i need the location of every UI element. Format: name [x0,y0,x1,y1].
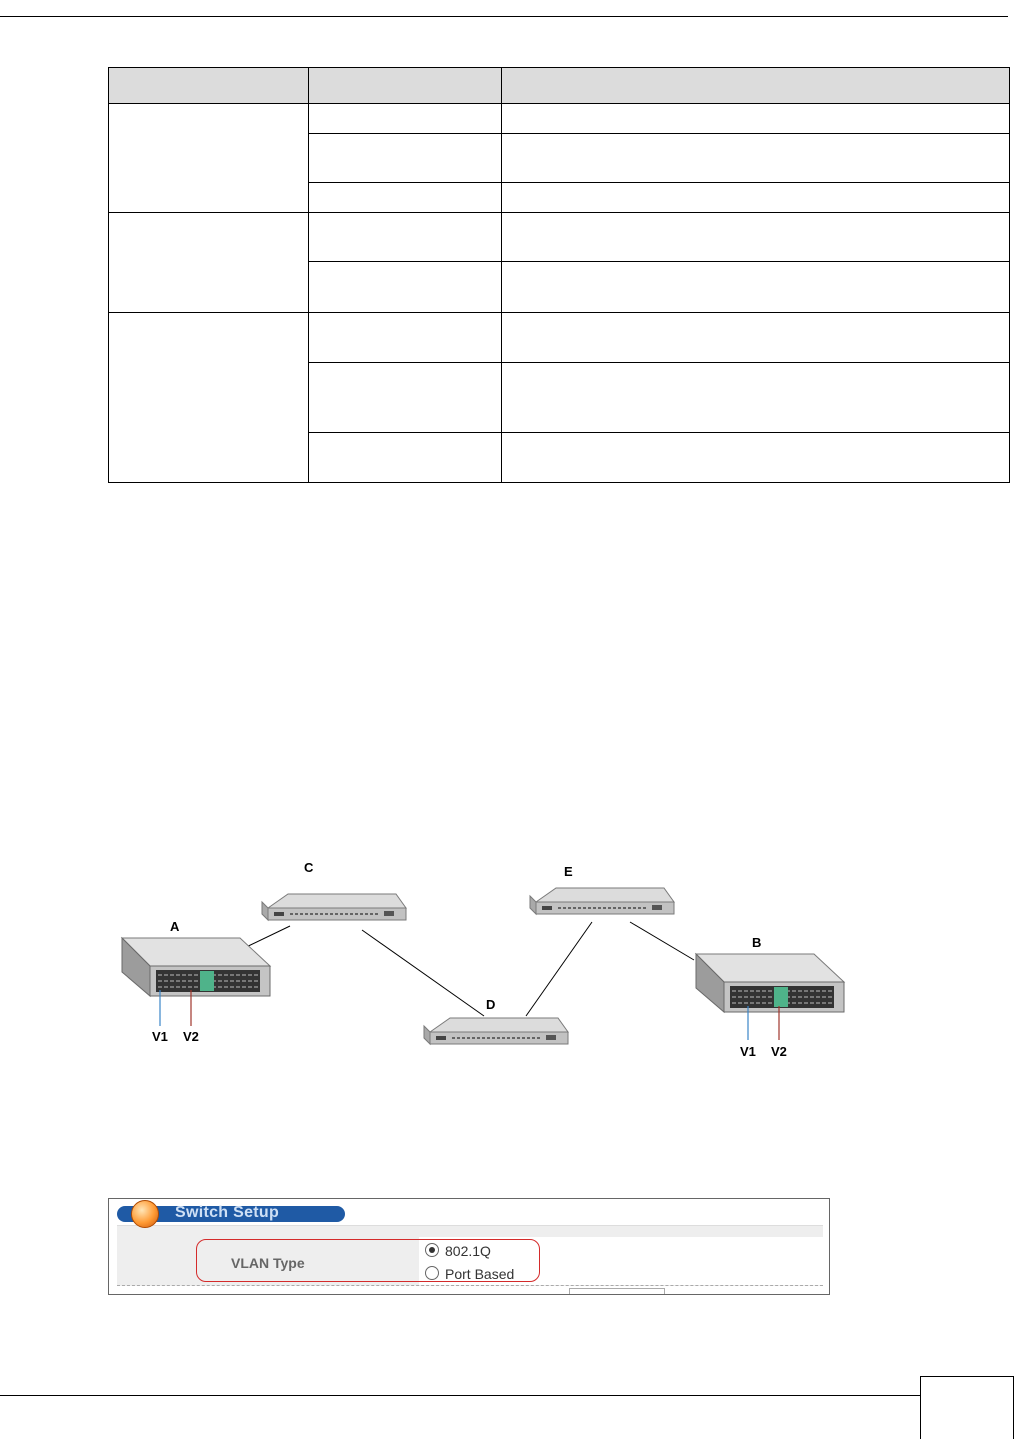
data-table [108,67,1010,483]
switch-setup-screenshot: Switch Setup VLAN Type 802.1Q Port Based [108,1198,830,1295]
table-cell [502,104,1010,134]
table-cell [309,363,502,433]
table-cell [309,183,502,213]
b-v1-label: V1 [740,1044,756,1059]
table-cell [309,213,502,262]
table-cell [309,134,502,183]
vlan-network-diagram: C E A B D V1 V2 V1 V2 [100,850,860,1080]
switch-c-label: C [304,860,314,875]
table-cell [309,433,502,483]
panel-divider [117,1285,823,1286]
footer-rule [0,1395,920,1396]
table-header-cell [109,68,309,104]
section-title: Switch Setup [175,1204,279,1222]
table-header-row [109,68,1010,104]
table-cell [502,134,1010,183]
table-row [109,213,1010,262]
table-cell [309,104,502,134]
page-number-box [920,1376,1014,1439]
switch-a-label: A [170,919,180,934]
button-stub [569,1288,665,1295]
table-cell [502,363,1010,433]
switch-b-label: B [752,935,761,950]
table-header-cell [309,68,502,104]
table-header-cell [502,68,1010,104]
switch-e-label: E [564,864,573,879]
b-v2-label: V2 [771,1044,787,1059]
option-label: 802.1Q [445,1243,491,1259]
table-group-cell [109,313,309,483]
vlan-type-option-8021q[interactable]: 802.1Q [425,1243,491,1259]
table-cell [502,183,1010,213]
table-cell [309,262,502,313]
header-rule [0,16,1008,17]
vlan-type-label: VLAN Type [231,1255,305,1271]
switch-e-icon [530,888,674,914]
table-row [109,313,1010,363]
link-c-d [362,930,484,1016]
link-d-e [526,922,592,1016]
radio-icon[interactable] [425,1266,439,1280]
radio-icon[interactable] [425,1243,439,1257]
a-v1-label: V1 [152,1029,168,1044]
orb-icon [131,1200,159,1228]
switch-d-label: D [486,997,495,1012]
table-row [109,104,1010,134]
table-cell [502,213,1010,262]
switch-d-icon [424,1018,568,1044]
a-v2-label: V2 [183,1029,199,1044]
switch-a-icon [122,938,270,996]
option-label: Port Based [445,1266,514,1282]
table-cell [502,433,1010,483]
table-cell [309,313,502,363]
vlan-type-option-port-based[interactable]: Port Based [425,1266,514,1282]
switch-c-icon [262,894,406,920]
table-cell [502,313,1010,363]
table-group-cell [109,104,309,213]
switch-b-icon [696,954,844,1012]
link-e-b [630,922,694,960]
table-group-cell [109,213,309,313]
table-cell [502,262,1010,313]
